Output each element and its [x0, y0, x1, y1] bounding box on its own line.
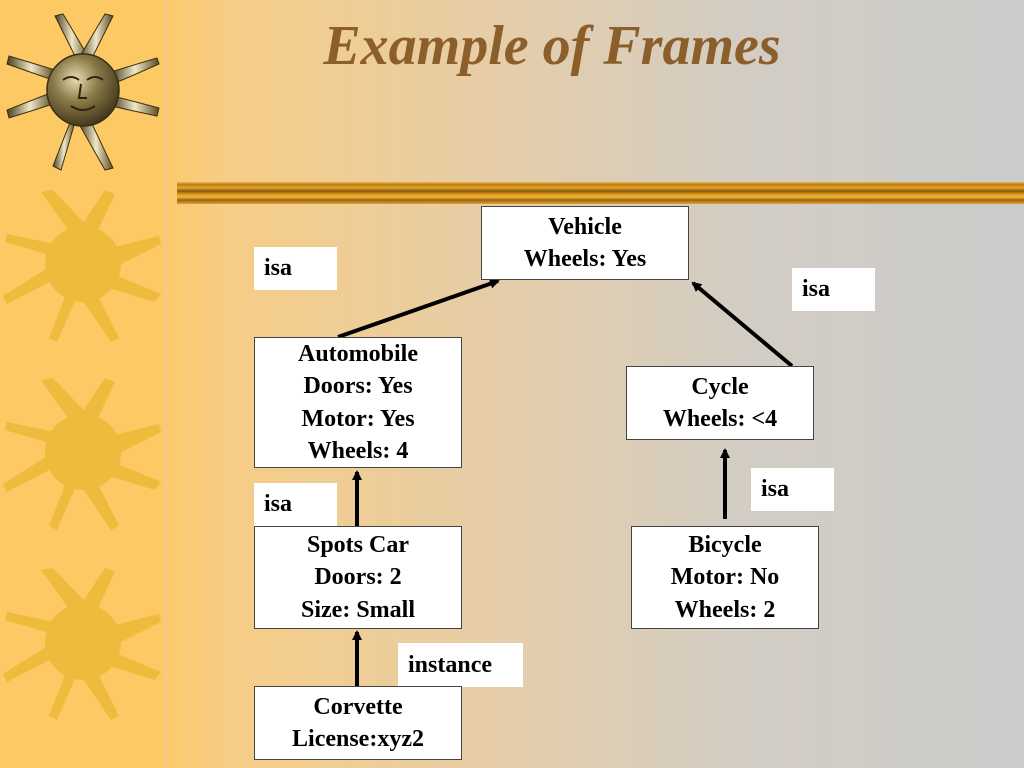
frame-slot: Size: Small — [301, 596, 415, 623]
metallic-sun-face-icon — [6, 13, 160, 171]
frame-slot: Bicycle — [688, 531, 762, 558]
relation-label-text: isa — [264, 255, 293, 281]
relation-label-text: isa — [802, 276, 831, 302]
relation-label-text: isa — [264, 491, 293, 517]
title-divider-rule — [177, 182, 1024, 204]
arrow-cycle-to-vehicle — [691, 281, 794, 368]
relation-label-isa: isa — [254, 247, 337, 290]
frame-slot: Wheels: <4 — [662, 406, 778, 432]
frame-slot: Doors: Yes — [303, 373, 413, 399]
frame-slot: Wheels: 4 — [307, 438, 409, 464]
frame-cycle: Cycle Wheels: <4 — [626, 366, 814, 440]
slide-title-text: Example of Frames — [323, 15, 781, 77]
relation-label-isa: isa — [792, 268, 875, 311]
slide-title: Example of Frames — [0, 14, 1024, 78]
frame-vehicle: Vehicle Wheels: Yes — [481, 206, 689, 280]
frame-slot: Motor: Yes — [301, 405, 415, 432]
frame-slot: Spots Car — [306, 531, 409, 558]
relation-label-text: isa — [761, 476, 790, 502]
frame-slot: Motor: No — [670, 564, 780, 591]
frame-slot: Vehicle — [548, 213, 622, 240]
frame-slot: Corvette — [313, 693, 403, 720]
relation-label-text: instance — [408, 651, 492, 678]
sun-icon — [3, 190, 161, 342]
relation-label-isa: isa — [751, 468, 834, 511]
frame-corvette: Corvette License:xyz2 — [254, 686, 462, 760]
frame-slot: Doors: 2 — [314, 564, 402, 591]
frame-spots-car: Spots Car Doors: 2 Size: Small — [254, 526, 462, 629]
relation-label-instance: instance — [398, 643, 523, 687]
frame-slot: Automobile — [298, 340, 418, 367]
frame-automobile: Automobile Doors: Yes Motor: Yes Wheels:… — [254, 337, 462, 468]
frame-slot: License:xyz2 — [292, 726, 424, 752]
sun-icon — [3, 378, 161, 530]
frame-slot: Wheels: Yes — [523, 246, 647, 272]
frame-slot: Cycle — [691, 373, 749, 400]
frame-slot: Wheels: 2 — [674, 596, 776, 623]
frame-bicycle: Bicycle Motor: No Wheels: 2 — [631, 526, 819, 629]
sun-icon — [3, 568, 161, 720]
relation-label-isa: isa — [254, 483, 337, 526]
sidebar-edge — [164, 0, 167, 768]
arrow-automobile-to-vehicle — [337, 278, 500, 339]
